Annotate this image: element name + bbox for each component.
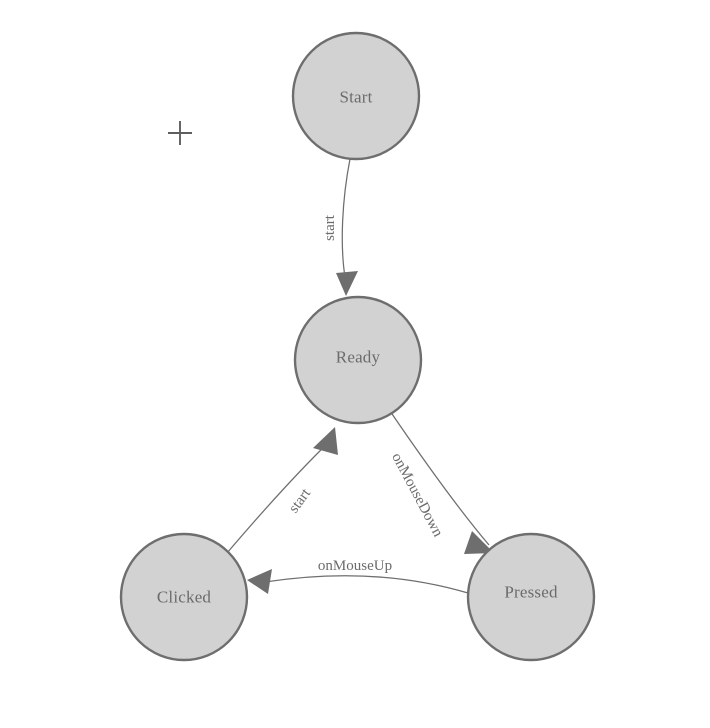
node-label-pressed: Pressed (504, 583, 558, 602)
node-circle-clicked[interactable] (119, 532, 249, 662)
node-ready[interactable]: Ready (293, 295, 423, 425)
plus-marker-icon[interactable] (168, 121, 192, 145)
edge-ready-to-pressed[interactable] (389, 410, 494, 554)
arrowhead-start-to-ready (336, 271, 358, 296)
edge-label-pressed-to-clicked: onMouseUp (318, 558, 392, 574)
node-label-ready: Ready (336, 348, 381, 367)
edge-clicked-to-ready[interactable] (226, 427, 338, 554)
node-clicked[interactable]: Clicked (119, 532, 249, 662)
arrowhead-clicked-to-ready (313, 427, 338, 455)
edge-path-pressed-to-clicked (264, 575, 469, 594)
node-circle-pressed[interactable] (466, 532, 596, 662)
edge-path-start-to-ready (341, 158, 351, 278)
edge-label-clicked-to-ready: start (286, 485, 315, 516)
arrowhead-ready-to-pressed (464, 531, 494, 554)
edge-start-to-ready[interactable] (336, 158, 358, 296)
node-pressed[interactable]: Pressed (466, 532, 596, 662)
node-start[interactable]: Start (291, 31, 421, 161)
edge-path-ready-to-pressed (389, 410, 490, 546)
edge-path-clicked-to-ready (226, 440, 331, 554)
arrowhead-pressed-to-clicked (247, 569, 272, 594)
edge-label-ready-to-pressed: onMouseDown (388, 450, 446, 540)
edge-pressed-to-clicked[interactable] (247, 569, 469, 594)
node-label-start: Start (339, 88, 372, 107)
edge-label-start-to-ready: start (322, 214, 338, 241)
node-circle-start[interactable] (291, 31, 421, 161)
node-circle-ready[interactable] (293, 295, 423, 425)
node-label-clicked: Clicked (157, 588, 212, 607)
